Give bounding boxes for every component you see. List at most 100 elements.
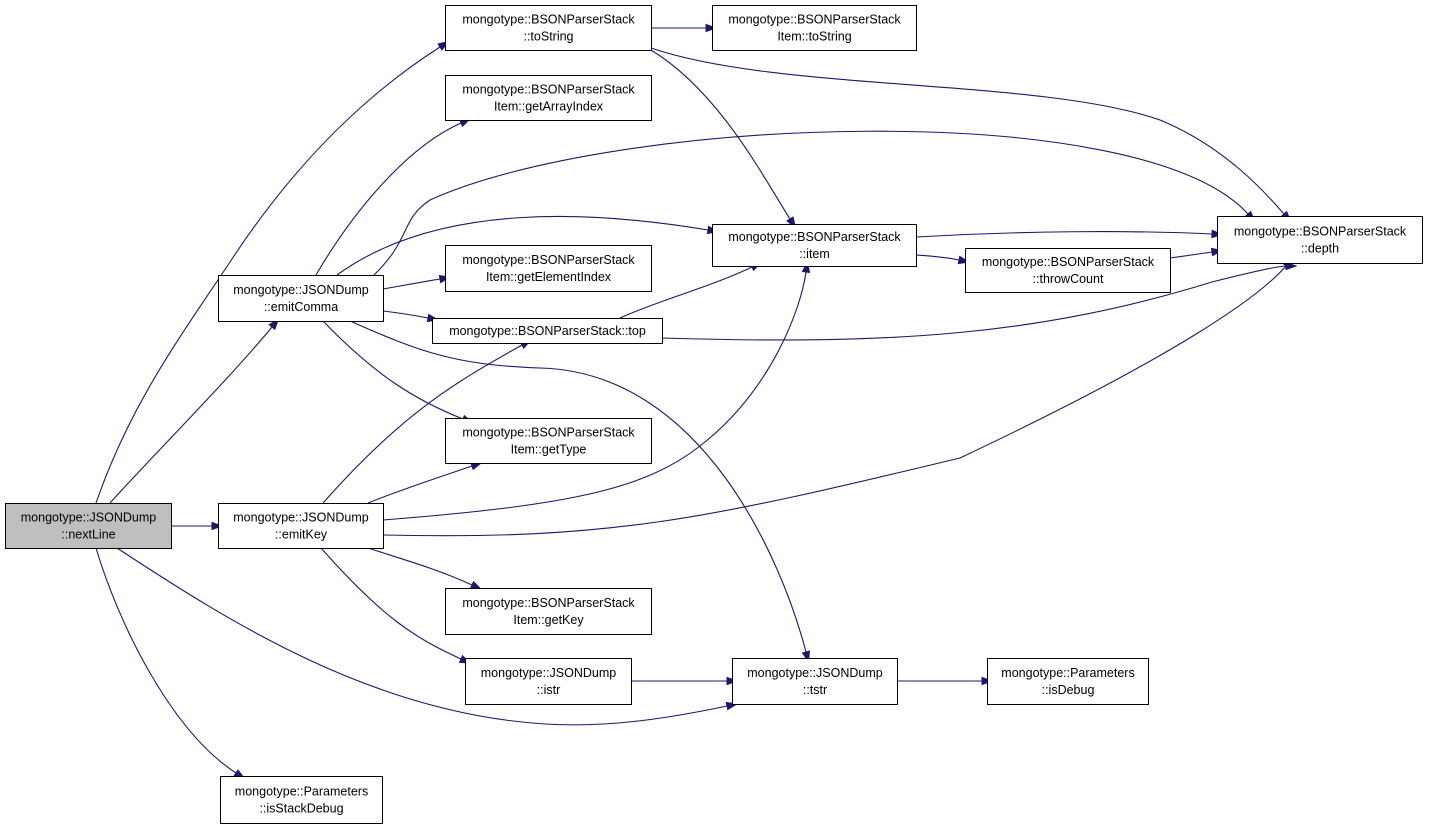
edge-emitComma-to-top xyxy=(382,310,440,323)
node-box xyxy=(712,224,917,267)
edge-tstr-to-isDebug xyxy=(896,676,994,686)
node-emitKey[interactable]: mongotype::JSONDump::emitKey xyxy=(218,503,384,549)
edge-emitKey-to-getKey xyxy=(367,547,483,590)
node-label-line: Item::toString xyxy=(777,30,851,44)
node-label-line: ::tstr xyxy=(803,683,827,697)
edge-stackToString-to-item xyxy=(650,49,797,229)
node-label-line: ::item xyxy=(799,247,830,261)
edge-line xyxy=(315,122,462,276)
node-box xyxy=(987,658,1149,705)
edge-line xyxy=(349,320,807,653)
node-label-line: ::isStackDebug xyxy=(259,802,343,816)
edge-emitKey-to-depth xyxy=(382,257,1294,537)
node-istr[interactable]: mongotype::JSONDump::istr xyxy=(465,658,632,705)
edge-line xyxy=(336,215,709,276)
node-box xyxy=(965,248,1171,293)
edge-item-to-depth xyxy=(915,229,1224,239)
node-box xyxy=(5,503,172,549)
node-isDebug[interactable]: mongotype::Parameters::isDebug xyxy=(987,658,1149,705)
node-box xyxy=(218,503,384,549)
edge-line xyxy=(619,266,753,319)
node-stackToString[interactable]: mongotype::BSONParserStack::toString xyxy=(445,5,652,51)
edge-nextLine-to-stackToString xyxy=(95,40,450,504)
edge-line xyxy=(650,49,791,220)
edges-layer xyxy=(95,23,1298,780)
node-label-line: mongotype::BSONParserStack::top xyxy=(449,324,646,338)
node-label-line: ::toString xyxy=(523,30,573,44)
node-box xyxy=(712,5,917,51)
edge-nextLine-to-tstr xyxy=(116,547,739,726)
node-label-line: Item::getType xyxy=(511,443,587,457)
node-box xyxy=(445,588,652,635)
node-label-line: ::emitKey xyxy=(275,528,328,542)
edge-line xyxy=(109,326,273,504)
node-label-line: Item::getElementIndex xyxy=(486,270,612,284)
edge-line xyxy=(915,254,960,261)
node-box xyxy=(432,318,663,344)
node-isStackDebug[interactable]: mongotype::Parameters::isStackDebug xyxy=(220,776,383,824)
edge-emitComma-to-getElementIndex xyxy=(382,274,452,290)
node-depth[interactable]: mongotype::BSONParserStack::depth xyxy=(1217,216,1423,264)
edge-line xyxy=(95,547,237,774)
node-getElementIndex[interactable]: mongotype::BSONParserStackItem::getEleme… xyxy=(445,245,652,292)
edge-line xyxy=(367,547,473,586)
edge-top-to-depth xyxy=(661,261,1298,341)
node-label-line: mongotype::BSONParserStack xyxy=(462,596,635,610)
arrowhead xyxy=(1285,261,1298,271)
node-item[interactable]: mongotype::BSONParserStack::item xyxy=(712,224,917,267)
node-box xyxy=(445,5,652,51)
node-label-line: mongotype::BSONParserStack xyxy=(462,83,635,97)
edge-line xyxy=(373,130,1249,276)
node-label-line: mongotype::JSONDump xyxy=(747,666,883,680)
node-label-line: mongotype::BSONParserStack xyxy=(462,13,635,27)
node-label-line: mongotype::JSONDump xyxy=(21,511,157,525)
edge-throwCount-to-depth xyxy=(1169,247,1224,259)
edge-nextLine-to-emitComma xyxy=(109,318,280,504)
node-box xyxy=(445,245,652,292)
node-nextLine: mongotype::JSONDump::nextLine xyxy=(5,503,172,549)
node-label-line: mongotype::BSONParserStack xyxy=(982,255,1155,269)
node-label-line: Item::getKey xyxy=(513,613,584,627)
edge-line xyxy=(915,231,1213,238)
edge-line xyxy=(382,310,429,319)
node-tstr[interactable]: mongotype::JSONDump::tstr xyxy=(732,658,898,705)
edge-istr-to-tstr xyxy=(630,676,739,686)
edge-line xyxy=(382,278,441,290)
node-box xyxy=(1217,216,1423,264)
node-label-line: mongotype::Parameters xyxy=(1001,666,1134,680)
node-getArrayIndex[interactable]: mongotype::BSONParserStackItem::getArray… xyxy=(445,75,652,121)
edge-line xyxy=(322,344,523,504)
node-label-line: ::throwCount xyxy=(1033,272,1104,286)
node-label-line: ::istr xyxy=(537,683,561,697)
node-box xyxy=(465,658,632,705)
edge-line xyxy=(661,265,1287,341)
node-label-line: mongotype::Parameters xyxy=(235,785,368,799)
node-box xyxy=(445,418,652,464)
edge-nextLine-to-emitKey xyxy=(171,521,224,531)
node-throwCount[interactable]: mongotype::BSONParserStack::throwCount xyxy=(965,248,1171,293)
edge-line xyxy=(322,320,464,420)
node-label-line: mongotype::JSONDump xyxy=(481,666,617,680)
edge-item-to-throwCount xyxy=(915,254,971,265)
edge-line xyxy=(320,547,462,660)
node-label-line: ::isDebug xyxy=(1042,683,1095,697)
node-top[interactable]: mongotype::BSONParserStack::top xyxy=(432,318,663,344)
edge-emitKey-to-getType xyxy=(367,462,483,504)
edge-line xyxy=(382,271,807,521)
edge-line xyxy=(95,46,441,504)
edge-line xyxy=(367,465,473,504)
node-label-line: mongotype::BSONParserStack xyxy=(1234,225,1407,239)
edge-line xyxy=(382,265,1287,537)
node-label-line: mongotype::BSONParserStack xyxy=(462,253,635,267)
edge-line xyxy=(116,547,728,726)
node-label-line: mongotype::BSONParserStack xyxy=(728,13,901,27)
edge-stackToString-to-depth xyxy=(650,47,1292,223)
node-label-line: mongotype::JSONDump xyxy=(233,283,369,297)
edge-emitKey-to-item xyxy=(382,260,811,521)
node-emitComma[interactable]: mongotype::JSONDump::emitComma xyxy=(218,275,384,322)
node-label-line: mongotype::JSONDump xyxy=(233,511,369,525)
